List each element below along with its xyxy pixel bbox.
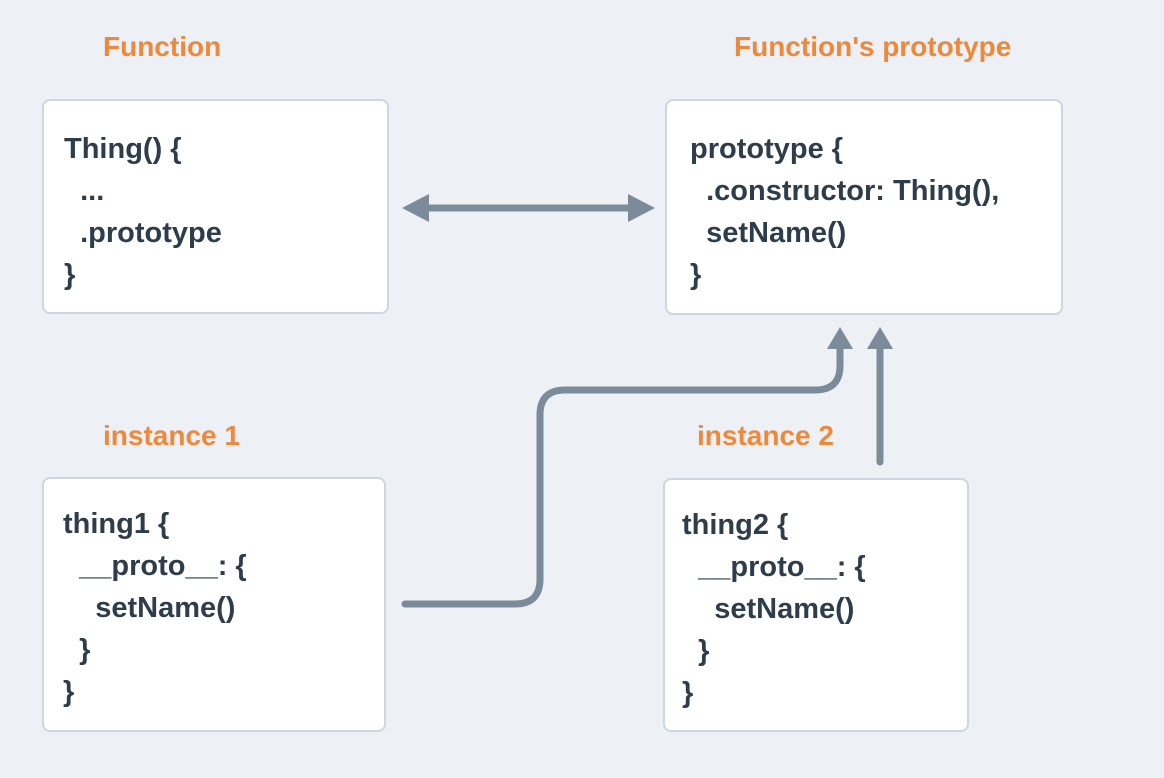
instance-1-code: thing1 { __proto__: { setName() } } (63, 508, 247, 708)
label-instance-1: instance 1 (103, 420, 240, 451)
edge-instance1-prototype-line (401, 345, 844, 608)
edge-instance1-prototype (401, 327, 853, 608)
arrowhead-up-icon (867, 327, 893, 349)
arrowhead-right-icon (628, 194, 655, 222)
label-functions-prototype: Function's prototype (734, 31, 1012, 62)
edge-function-prototype (402, 194, 655, 222)
instance-2-box: thing2 { __proto__: { setName() } } (663, 478, 969, 732)
functions-prototype-code: prototype { .constructor: Thing(), setNa… (690, 133, 1000, 291)
edge-instance2-prototype (867, 327, 893, 466)
function-code: Thing() { ... .prototype } (64, 133, 222, 291)
functions-prototype-box: prototype { .constructor: Thing(), setNa… (665, 99, 1063, 315)
label-function: Function (103, 31, 222, 62)
instance-2-code: thing2 { __proto__: { setName() } } (682, 509, 866, 709)
arrowhead-left-icon (402, 194, 429, 222)
arrowhead-up-icon (827, 327, 853, 349)
label-instance-2: instance 2 (697, 420, 834, 451)
function-box: Thing() { ... .prototype } (42, 99, 389, 314)
instance-1-box: thing1 { __proto__: { setName() } } (42, 477, 386, 732)
